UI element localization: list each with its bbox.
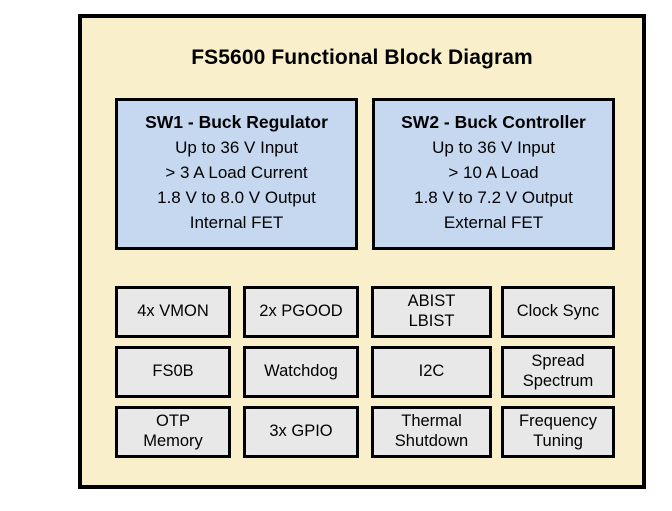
feature-block-clock-sync: Clock Sync bbox=[501, 286, 615, 338]
feature-label-line1: OTP bbox=[156, 412, 190, 431]
feature-label-line2: Shutdown bbox=[394, 432, 469, 450]
sw1-spec-line-2: > 3 A Load Current bbox=[165, 163, 308, 183]
feature-label-line2: Tuning bbox=[533, 432, 583, 450]
feature-label-line1: Spread bbox=[531, 352, 585, 371]
feature-block-pgood: 2x PGOOD bbox=[243, 286, 359, 338]
sw1-buck-regulator-block: SW1 - Buck Regulator Up to 36 V Input > … bbox=[115, 98, 358, 250]
feature-block-gpio: 3x GPIO bbox=[243, 406, 359, 458]
feature-label-line2: Spectrum bbox=[522, 372, 594, 390]
feature-label-line1: Thermal bbox=[401, 412, 462, 431]
sw1-spec-line-3: 1.8 V to 8.0 V Output bbox=[157, 188, 316, 207]
feature-block-thermal-shutdown: Thermal Shutdown bbox=[371, 406, 492, 458]
feature-label-line1: Clock Sync bbox=[516, 302, 600, 321]
sw1-spec-line-4: Internal FET bbox=[189, 212, 284, 232]
feature-label-line2: LBIST bbox=[408, 312, 455, 330]
sw2-spec-line-2: > 10 A Load bbox=[448, 163, 539, 183]
block-diagram-panel: FS5600 Functional Block Diagram SW1 - Bu… bbox=[78, 14, 646, 489]
feature-block-frequency-tuning: Frequency Tuning bbox=[501, 406, 615, 458]
feature-label-line1: Watchdog bbox=[264, 362, 338, 381]
feature-block-grid: 4x VMON 2x PGOOD ABIST LBIST Clock Sync … bbox=[115, 272, 615, 460]
feature-block-fs0b: FS0B bbox=[115, 346, 231, 398]
feature-block-watchdog: Watchdog bbox=[243, 346, 359, 398]
feature-label-line1: I2C bbox=[418, 362, 445, 381]
feature-label-line1: FS0B bbox=[152, 362, 194, 381]
feature-label-line1: Frequency bbox=[519, 412, 597, 431]
sw1-title: SW1 - Buck Regulator bbox=[145, 112, 328, 133]
sw1-spec-line-1: Up to 36 V Input bbox=[175, 138, 298, 158]
feature-label-line1: 3x GPIO bbox=[269, 422, 333, 441]
feature-block-spread-spectrum: Spread Spectrum bbox=[501, 346, 615, 398]
page-title: FS5600 Functional Block Diagram bbox=[191, 46, 533, 69]
feature-label-line1: 2x PGOOD bbox=[259, 302, 343, 321]
sw2-spec-line-4: External FET bbox=[443, 212, 544, 232]
sw2-title: SW2 - Buck Controller bbox=[401, 112, 586, 133]
feature-label-line1: 4x VMON bbox=[137, 302, 209, 321]
feature-block-bist: ABIST LBIST bbox=[371, 286, 492, 338]
feature-label-line2: Memory bbox=[143, 432, 203, 450]
feature-block-vmon: 4x VMON bbox=[115, 286, 231, 338]
sw2-spec-line-3: 1.8 V to 7.2 V Output bbox=[414, 188, 573, 207]
feature-label-line1: ABIST bbox=[407, 292, 456, 311]
feature-block-otp-memory: OTP Memory bbox=[115, 406, 231, 458]
sw2-buck-controller-block: SW2 - Buck Controller Up to 36 V Input >… bbox=[372, 98, 615, 250]
sw2-spec-line-1: Up to 36 V Input bbox=[432, 138, 555, 158]
feature-block-i2c: I2C bbox=[371, 346, 492, 398]
